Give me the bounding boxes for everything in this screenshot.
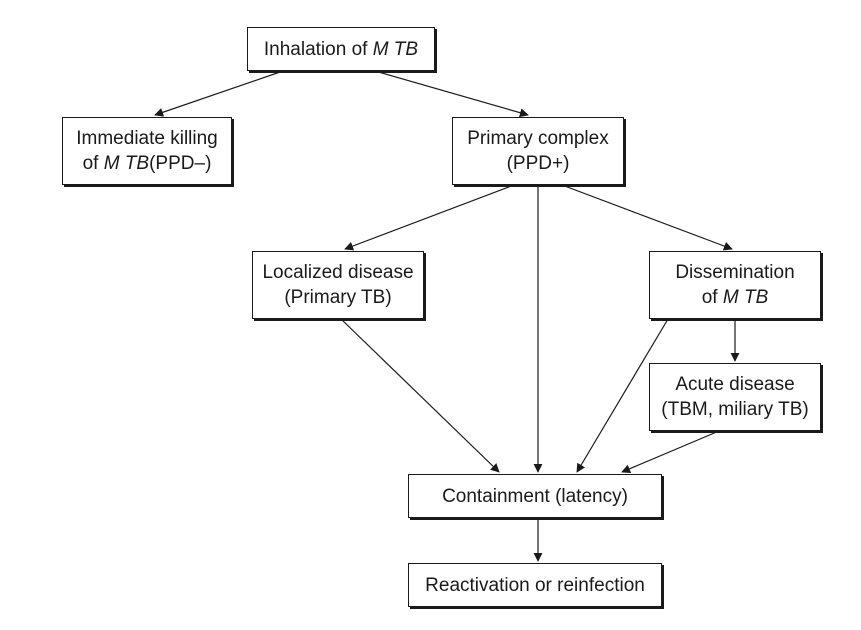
localized-disease-line1: Localized disease: [262, 262, 414, 283]
arrow-inhalation-to-immediate-killing: [154, 70, 284, 117]
arrow-dissemination-to-containment: [576, 318, 669, 473]
immediate-killing-line1: Immediate killing: [76, 128, 218, 149]
arrow-primary-complex-to-localized-disease: [344, 184, 515, 251]
arrow-primary-complex-to-dissemination: [561, 184, 733, 251]
primary-complex-node: Primary complex (PPD+): [452, 117, 624, 185]
arrow-inhalation-to-primary-complex: [374, 70, 529, 118]
immediate-killing-line2: of M TB(PPD–): [82, 153, 212, 174]
inhalation-node: Inhalation of M TB: [247, 27, 435, 71]
containment-label: Containment (latency): [442, 485, 628, 507]
dissemination-line2: of M TB: [701, 287, 769, 308]
reactivation-label: Reactivation or reinfection: [425, 574, 645, 596]
primary-complex-line2: (PPD+): [506, 153, 570, 174]
containment-node: Containment (latency): [408, 474, 662, 518]
primary-complex-line1: Primary complex: [467, 128, 609, 149]
acute-disease-line2: (TBM, miliary TB): [661, 399, 809, 420]
dissemination-node: Dissemination of M TB: [649, 251, 821, 319]
inhalation-label: Inhalation of M TB: [263, 38, 419, 60]
arrow-acute-disease-to-containment: [621, 430, 720, 473]
reactivation-node: Reactivation or reinfection: [408, 563, 662, 607]
arrow-localized-disease-to-containment: [340, 318, 500, 473]
immediate-killing-node: Immediate killing of M TB(PPD–): [62, 117, 232, 185]
localized-disease-line2: (Primary TB): [284, 287, 392, 308]
acute-disease-line1: Acute disease: [675, 374, 795, 395]
dissemination-line1: Dissemination: [675, 262, 795, 283]
acute-disease-node: Acute disease (TBM, miliary TB): [649, 363, 821, 431]
localized-disease-node: Localized disease (Primary TB): [252, 251, 424, 319]
